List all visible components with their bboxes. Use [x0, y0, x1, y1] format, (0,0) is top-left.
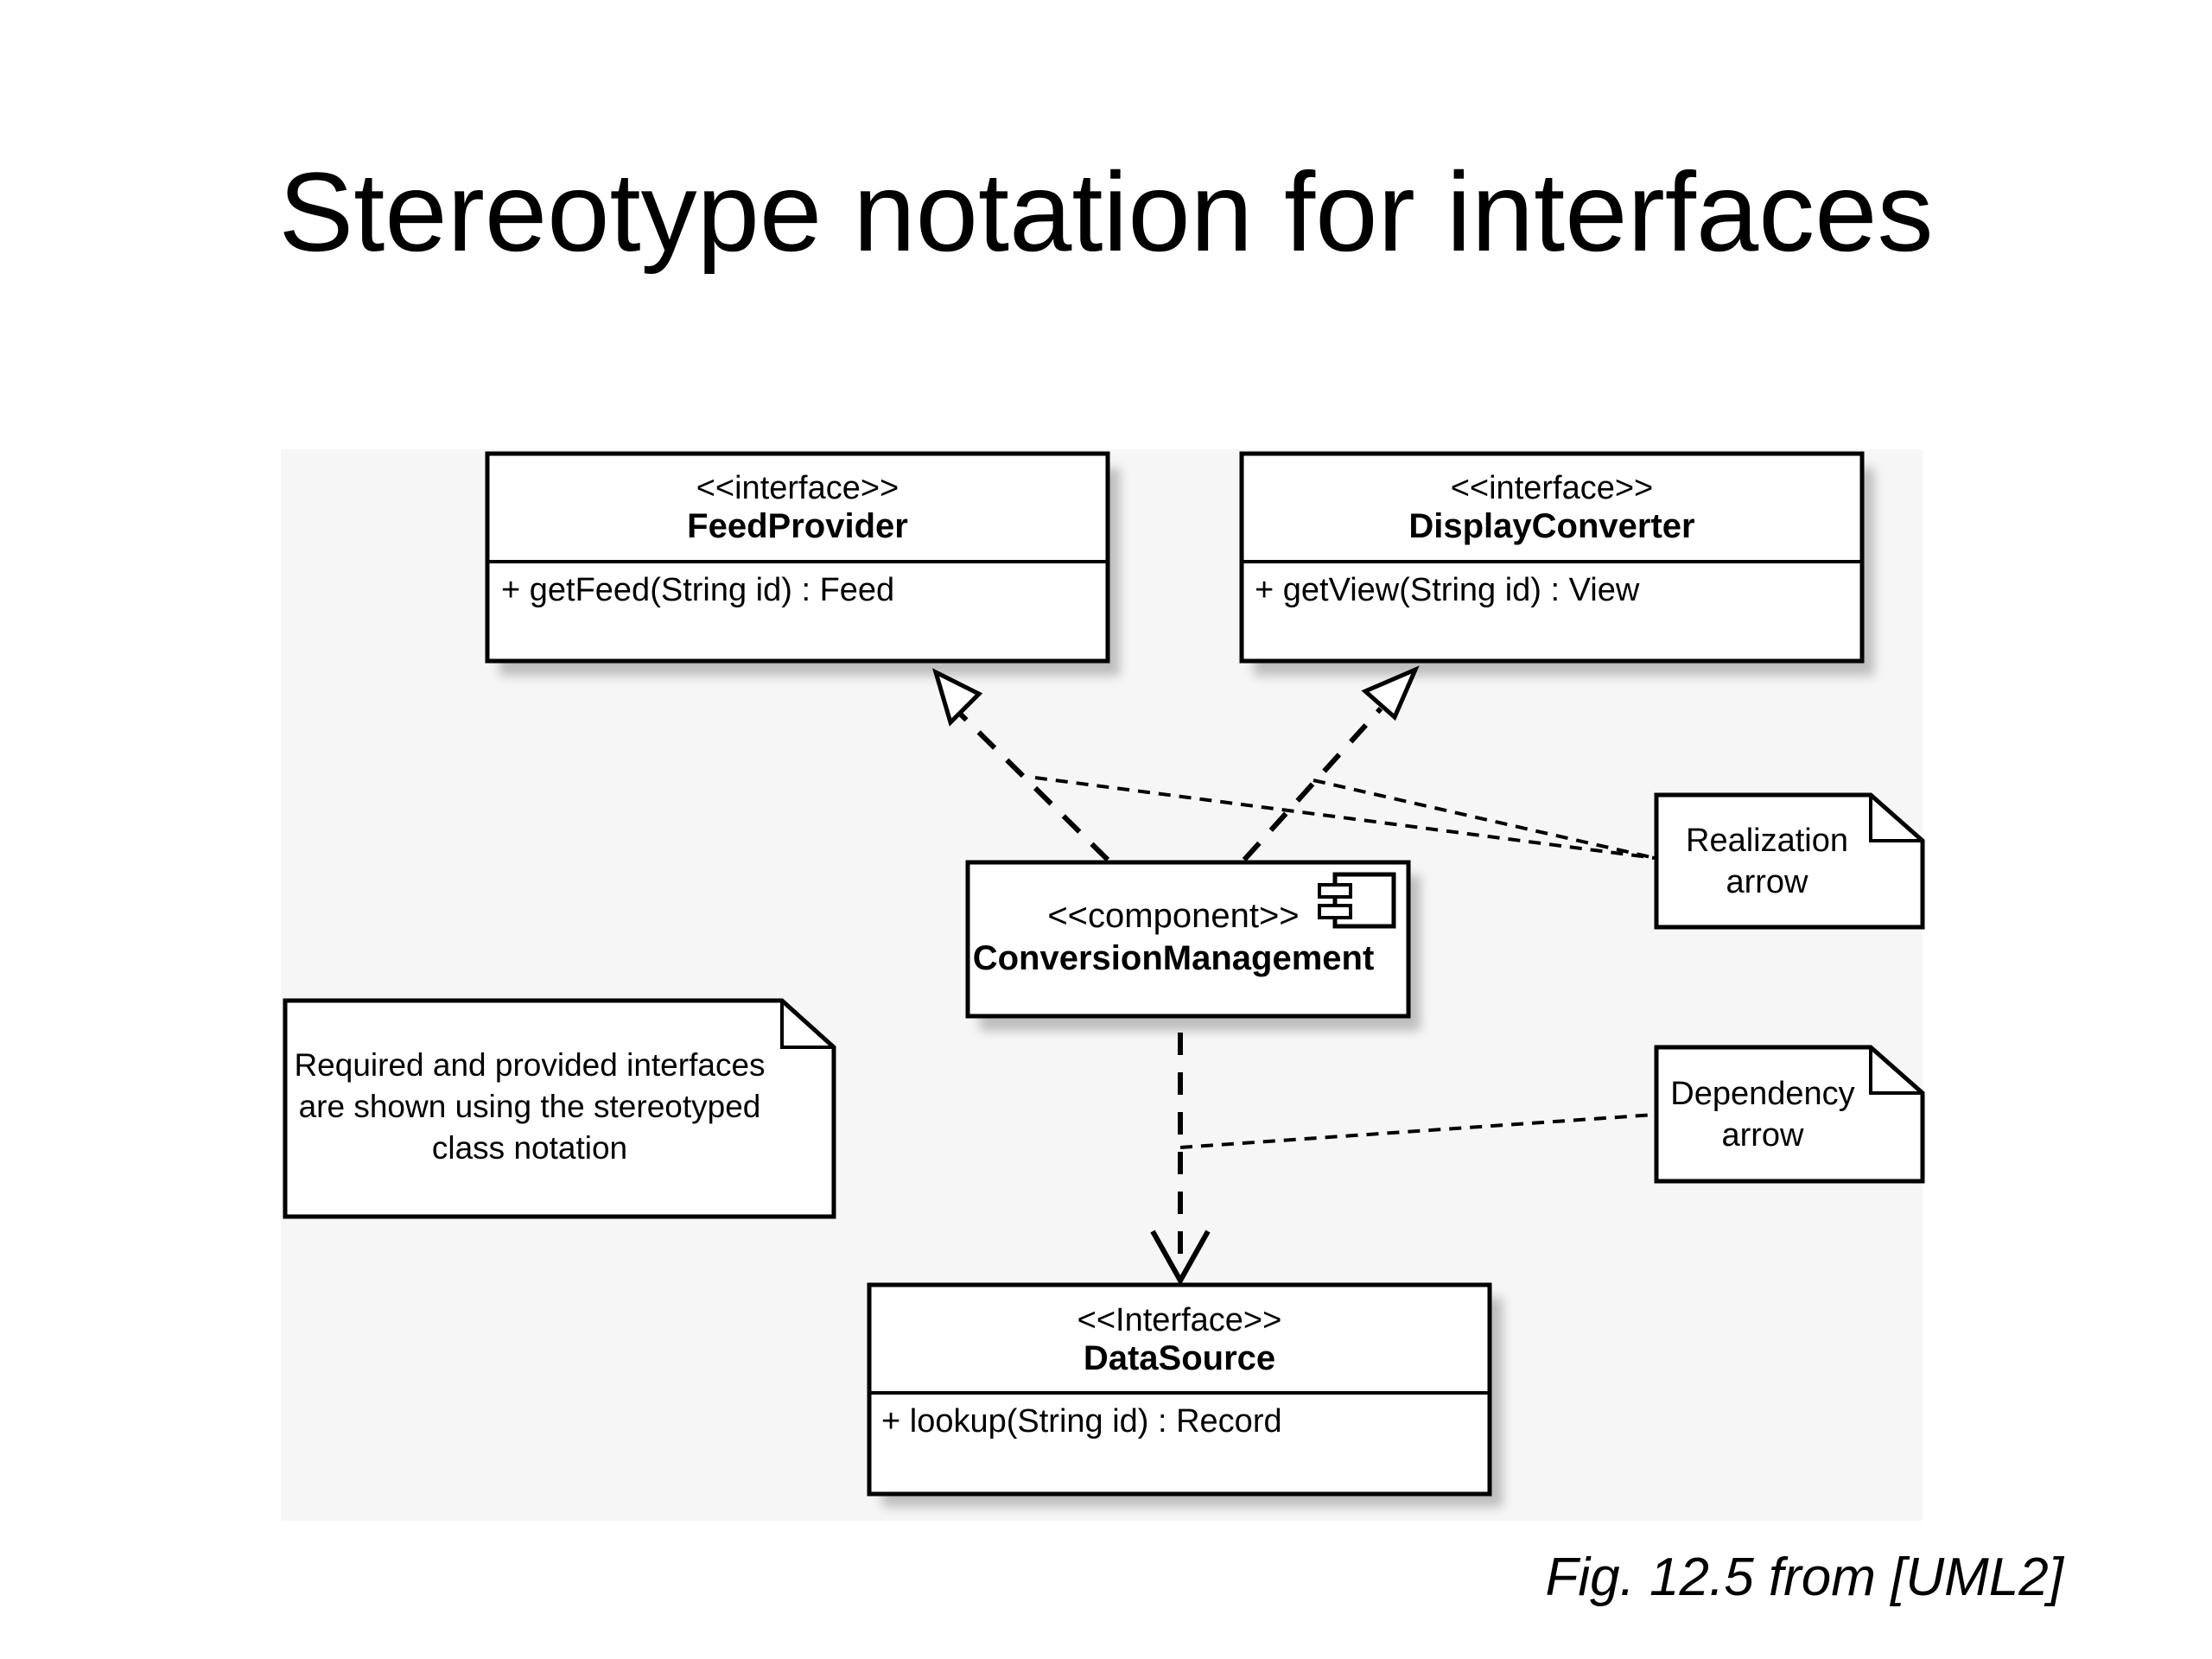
realization-arrow-to-feed-provider [931, 668, 1110, 862]
note-dependency-fold [1869, 1047, 1923, 1095]
note-realization-line-2: arrow [1726, 864, 1808, 900]
feed-provider-stereotype: <<interface>> [696, 470, 899, 506]
component-icon [1318, 872, 1396, 929]
note-dependency-line-1: Dependency [1670, 1076, 1854, 1112]
realization-note-connectors [1034, 776, 1656, 860]
display-converter-name: DisplayConverter [1408, 507, 1694, 545]
data-source-operation: + lookup(String id) : Record [881, 1403, 1282, 1440]
data-source-name: DataSource [1084, 1339, 1275, 1377]
data-source-box [867, 1282, 1492, 1497]
realization-arrow-to-display-converter [1242, 665, 1420, 862]
realization-arrowhead-right [1361, 665, 1420, 721]
realization-line-right [1242, 706, 1383, 862]
feed-provider-operation: + getFeed(String id) : Feed [501, 572, 894, 608]
note-dependency-line-2: arrow [1721, 1117, 1804, 1154]
note-interfaces-line-1: Required and provided interfaces [294, 1047, 765, 1083]
display-converter-operation: + getView(String id) : View [1255, 572, 1640, 608]
note-dependency-shape [1654, 1045, 1925, 1184]
dependency-arrow [1150, 1033, 1211, 1287]
data-source-stereotype: <<Interface>> [1077, 1302, 1282, 1338]
data-source-interface: <<Interface>> DataSource + lookup(String… [867, 1282, 1503, 1507]
feed-provider-name: FeedProvider [687, 507, 908, 545]
conversion-management-name: ConversionManagement [973, 939, 1375, 977]
display-converter-stereotype: <<interface>> [1451, 470, 1654, 506]
dependency-note-connector [1179, 1113, 1656, 1149]
figure-caption: Fig. 12.5 from [UML2] [1545, 1548, 2063, 1607]
note-dependency: Dependency arrow [1654, 1045, 1925, 1184]
slide-title: Stereotype notation for interfaces [278, 149, 1934, 275]
display-converter-interface: <<interface>> DisplayConverter + getView… [1239, 451, 1874, 676]
display-converter-box [1239, 451, 1865, 664]
note-interfaces-shape [283, 998, 836, 1219]
note-interfaces-line-2: are shown using the stereotyped [299, 1089, 761, 1124]
feed-provider-box [485, 451, 1110, 664]
realization-line-left [952, 706, 1110, 862]
note-interfaces: Required and provided interfaces are sho… [283, 998, 836, 1219]
note-realization-line-1: Realization [1686, 823, 1848, 859]
note-realization-shape [1654, 792, 1925, 930]
conversion-management-stereotype: <<component>> [1047, 897, 1299, 935]
conversion-management-component: <<component>> ConversionManagement [965, 860, 1421, 1031]
feed-provider-interface: <<interface>> FeedProvider + getFeed(Str… [485, 451, 1120, 676]
note-realization: Realization arrow [1654, 792, 1925, 930]
note-interfaces-fold [780, 1001, 834, 1049]
dependency-arrowhead [1150, 1230, 1211, 1287]
note-interfaces-line-3: class notation [432, 1130, 627, 1166]
note-realization-fold [1869, 795, 1923, 842]
realization-arrowhead-left [931, 668, 983, 727]
